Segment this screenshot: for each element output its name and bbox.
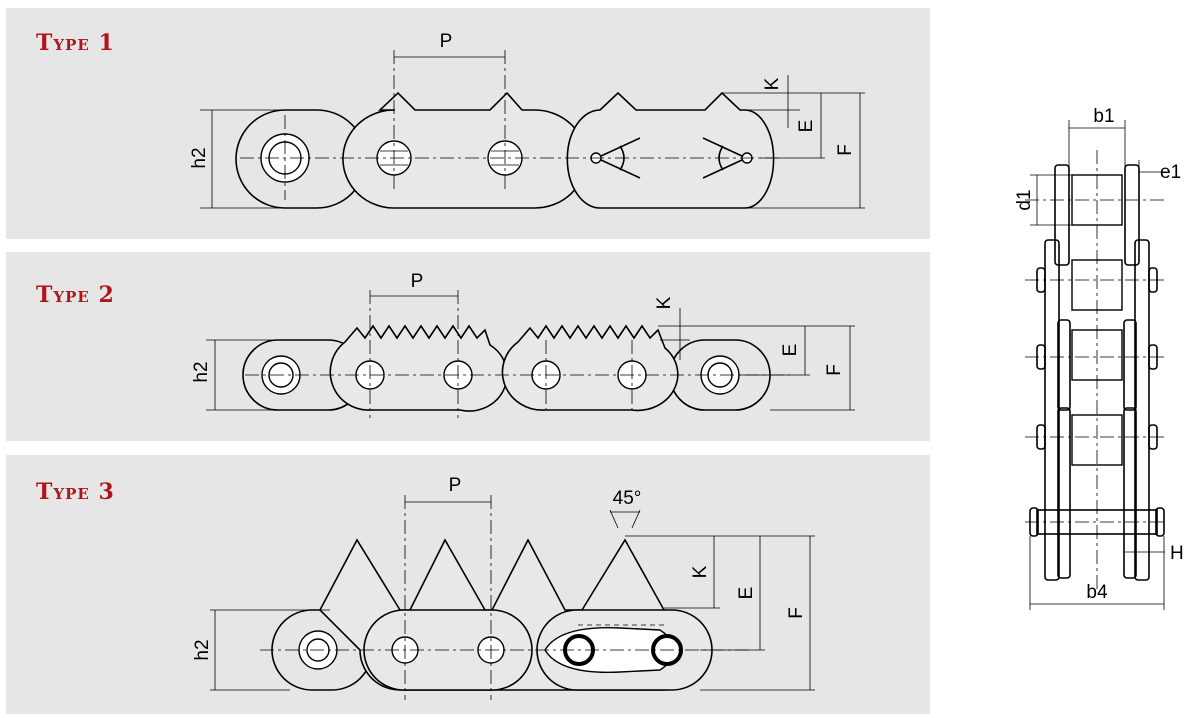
type2-f-label: F <box>824 364 845 376</box>
type2-title: Type 2 <box>36 282 115 308</box>
type1-title: Type 1 <box>36 30 115 56</box>
type3-pitch-label: P <box>449 475 462 496</box>
type1-h2-label: h2 <box>189 147 210 168</box>
type3-title: Type 3 <box>36 479 115 505</box>
type3-angle-label: 45° <box>613 488 642 509</box>
type1-e-label: E <box>796 120 817 133</box>
type1-cotter-plate <box>566 91 775 209</box>
type3-e-label: E <box>736 587 757 600</box>
type3-k-label: K <box>690 565 711 578</box>
type1-f-label: F <box>835 144 856 156</box>
type2-tooth-plate-right <box>501 324 679 412</box>
type3-h2-label: h2 <box>192 639 213 660</box>
h-label: H <box>1170 543 1184 564</box>
type2-drawing: P h2 K E F <box>191 271 855 418</box>
type1-k-label: K <box>762 77 783 90</box>
type2-e-label: E <box>780 344 801 357</box>
type1-attachment-plate <box>342 91 587 209</box>
type2-tooth-plate-left <box>329 324 508 412</box>
b4-label: b4 <box>1086 582 1108 603</box>
type3-f-label: F <box>786 607 807 619</box>
type2-k-label: K <box>654 296 675 309</box>
type1-drawing: P h2 K E F <box>189 31 865 209</box>
type2-h2-label: h2 <box>191 361 212 382</box>
type1-pitch-label: P <box>440 31 453 52</box>
side-view-drawing: b1 e1 d1 H b4 <box>1014 106 1184 610</box>
e1-label: e1 <box>1160 162 1181 183</box>
d1-label: d1 <box>1014 189 1035 210</box>
type2-pitch-label: P <box>411 271 424 292</box>
b1-label: b1 <box>1093 106 1114 127</box>
type3-drawing: P 45° h2 K E F <box>192 475 815 700</box>
